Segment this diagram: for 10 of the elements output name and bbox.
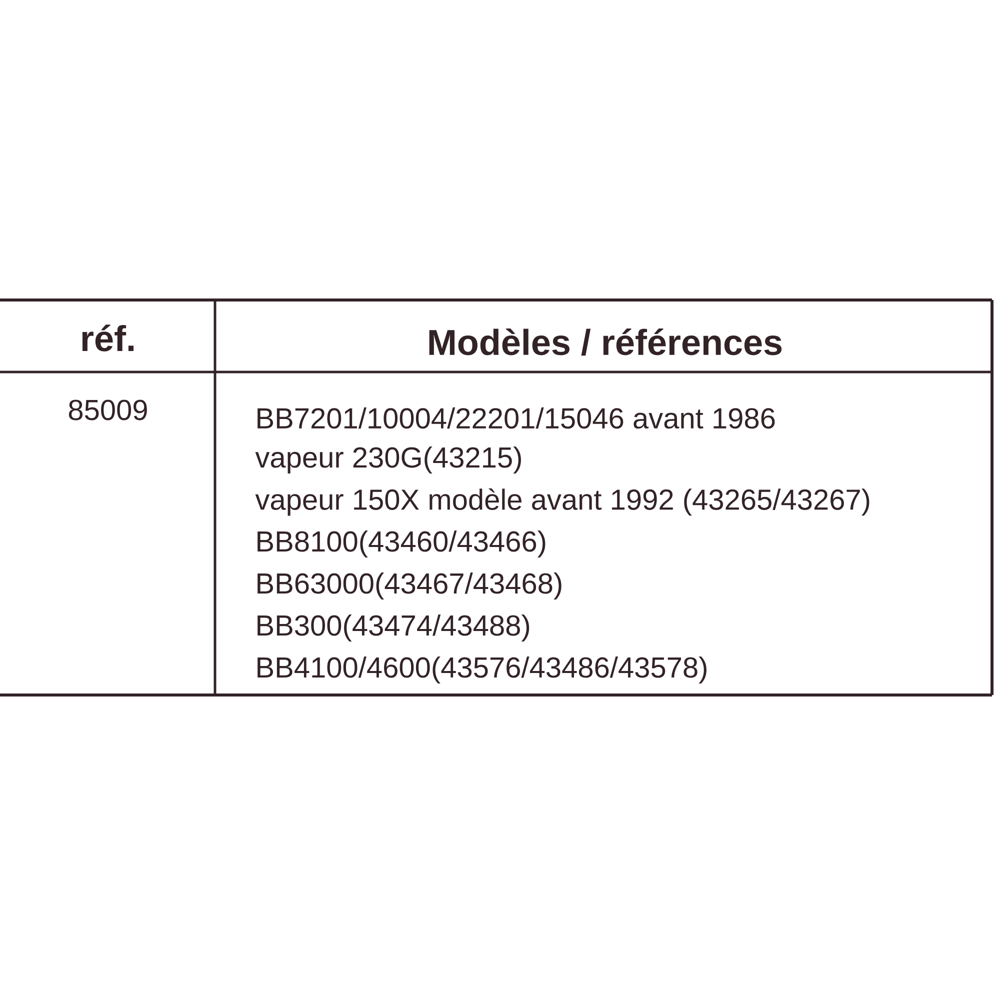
table-cell: 85009 [68, 400, 147, 420]
header-cell: Modèles / références [429, 328, 782, 356]
table-cell: BB8100(43460/43466) [258, 530, 546, 558]
table-cell: vapeur 150X modèle avant 1992 (43265/43267) [255, 488, 870, 516]
table-cell: vapeur 230G(43215) [255, 446, 521, 474]
table-cell: BB4100/4600(43576/43486/43578) [258, 656, 706, 684]
table-cell: BB63000(43467/43468) [258, 572, 562, 600]
table-cell: BB300(43474/43488) [258, 614, 530, 642]
table-cell: BB7201/10004/22201/15046 avant 1986 [258, 407, 775, 429]
header-cell: réf. [82, 324, 134, 352]
